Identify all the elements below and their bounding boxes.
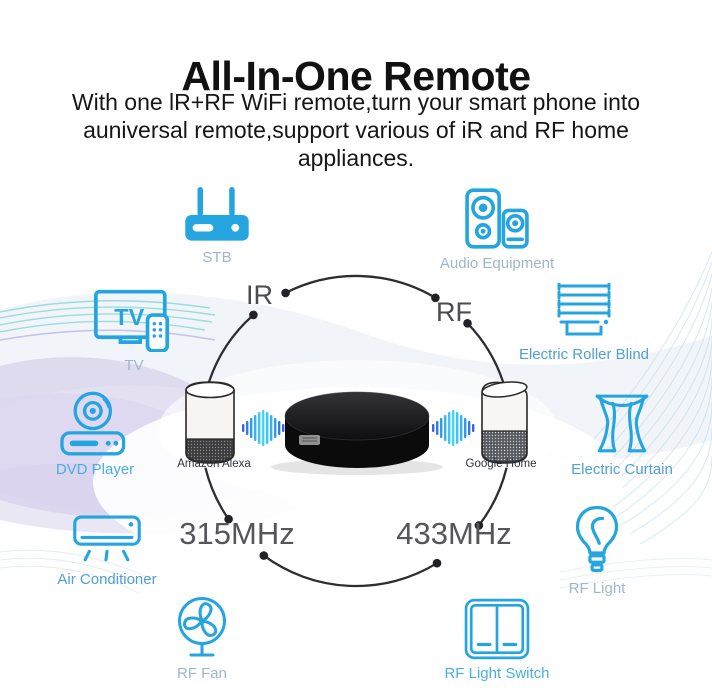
signal-label-rf: RF: [436, 297, 472, 327]
speakers-icon: [465, 188, 529, 249]
appliance-label: RF Light Switch: [444, 665, 550, 682]
tv-icon: TV: [94, 289, 170, 352]
appliance-rf-light-switch: RF Light Switch: [422, 598, 572, 682]
sound-wave-icon: [432, 410, 475, 446]
remote-hub-device: [271, 391, 443, 475]
google-home-label: Google Home: [465, 458, 537, 470]
appliance-tv: TV TV: [59, 288, 209, 374]
appliance-label: RF Light: [568, 580, 626, 597]
signal-label-ir: IR: [246, 280, 273, 310]
appliance-label: STB: [202, 249, 232, 266]
air-conditioner-icon: [73, 515, 141, 562]
set-top-box-icon: [185, 186, 249, 241]
appliance-label: Audio Equipment: [439, 255, 555, 272]
appliance-label: Electric Roller Blind: [518, 346, 650, 363]
page-title: All-In-One Remote: [181, 53, 531, 100]
curtain-icon: [595, 394, 649, 453]
dvd-player-icon: [60, 391, 126, 456]
appliance-rf-fan: RF Fan: [127, 594, 277, 682]
page-subtitle: With one lR+RF WiFi remote,turn your sma…: [0, 88, 712, 172]
subtitle-line: With one lR+RF WiFi remote,turn your sma…: [71, 89, 641, 115]
appliance-label: RF Fan: [176, 665, 227, 682]
appliance-label: Air Conditioner: [57, 571, 157, 588]
appliance-electric-roller-blind: Electric Roller Blind: [509, 283, 659, 363]
subtitle-line: auniversal remote,support various of iR …: [83, 117, 629, 143]
appliance-dvd-player: DVD Player: [20, 390, 170, 478]
appliance-rf-light: RF Light: [522, 505, 672, 597]
appliance-label: DVD Player: [55, 461, 135, 478]
light-switch-icon: [464, 598, 530, 660]
frequency-label-315mhz: 315MHz: [179, 516, 295, 551]
roller-blind-icon: [557, 283, 611, 336]
sound-wave-icon: [242, 410, 285, 446]
light-bulb-icon: [575, 505, 619, 572]
frequency-label-433mhz: 433MHz: [396, 516, 512, 551]
appliance-electric-curtain: Electric Curtain: [547, 392, 697, 478]
device-port-label: [299, 435, 320, 445]
fan-icon: [178, 597, 226, 657]
arc-endpoint-dots: [224, 288, 484, 568]
appliance-air-conditioner: Air Conditioner: [32, 514, 182, 588]
amazon-alexa-speaker: [185, 381, 235, 464]
appliance-stb: STB: [142, 186, 292, 266]
amazon-alexa-label: Amazon Alexa: [177, 458, 251, 470]
appliance-label: TV: [124, 357, 144, 374]
appliance-audio-equipment: Audio Equipment: [422, 188, 572, 272]
subtitle-line: appliances.: [297, 145, 415, 171]
appliance-label: Electric Curtain: [571, 461, 673, 478]
svg-text:TV: TV: [114, 304, 144, 330]
google-home-speaker: [481, 381, 528, 464]
